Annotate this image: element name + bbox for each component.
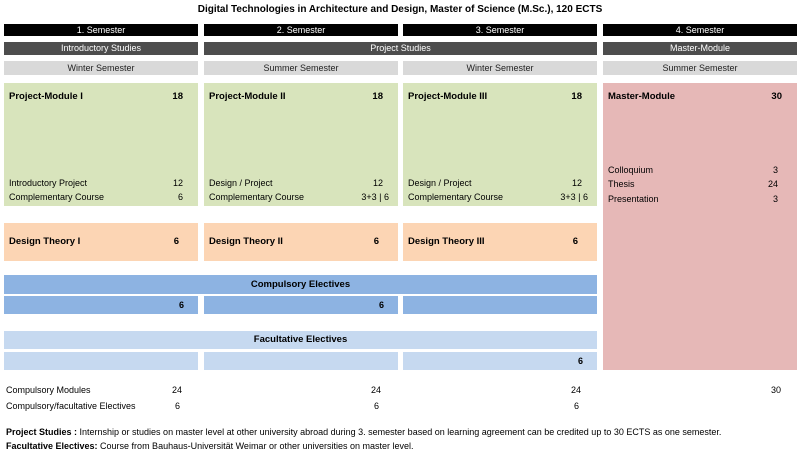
design-theory-2: Design Theory II 6 (204, 223, 398, 261)
module-row-value: 3+3 | 6 (361, 192, 389, 202)
phase-master: Master-Module (603, 42, 797, 55)
facultative-electives-header: Facultative Electives (4, 331, 597, 349)
module-row-value: 12 (372, 178, 383, 188)
module-ects: 18 (571, 91, 582, 102)
module-row-value: 12 (571, 178, 582, 188)
module-name: Design Theory III (408, 236, 485, 247)
module-row-label: Presentation (608, 194, 659, 204)
compulsory-electives-cell-3 (403, 296, 597, 314)
compulsory-electives-header: Compulsory Electives (4, 275, 597, 294)
summary-compulsory-value: 24 (371, 385, 382, 395)
note-label: Project Studies : (6, 427, 78, 437)
summary-compulsory-value: 30 (771, 385, 782, 395)
module-row-label: Design / Project (408, 178, 472, 188)
module-row-label: Complementary Course (209, 192, 305, 202)
module-name: Design Theory II (209, 236, 283, 247)
module-row-value: 12 (172, 178, 183, 188)
master-module: Master-Module 30 Colloquium 3 Thesis 24 … (603, 83, 797, 370)
summary-compulsory-value: 24 (172, 385, 183, 395)
note-text: Internship or studies on master level at… (77, 427, 722, 437)
module-row-value: 3 (772, 194, 778, 204)
season-1: Winter Semester (4, 61, 198, 75)
module-row-label: Design / Project (209, 178, 273, 188)
module-ects: 6 (373, 236, 379, 247)
note-facultative-electives: Facultative Electives: Course from Bauha… (6, 441, 796, 451)
facultative-electives-cell-3: 6 (403, 352, 597, 370)
module-row-label: Complementary Course (9, 192, 105, 202)
summary-compulsory-value: 24 (571, 385, 582, 395)
module-row-label: Complementary Course (408, 192, 504, 202)
summary-compulsory-label: Compulsory Modules (6, 385, 91, 395)
module-ects: 18 (172, 91, 183, 102)
module-row-value: 24 (767, 179, 778, 189)
facultative-electives-cell-2 (204, 352, 398, 370)
project-module-1: Project-Module I 18 Introductory Project… (4, 83, 198, 206)
module-row-label: Introductory Project (9, 178, 88, 188)
note-text: Course from Bauhaus-Universität Weimar o… (97, 441, 414, 451)
design-theory-3: Design Theory III 6 (403, 223, 597, 261)
season-4: Summer Semester (603, 61, 797, 75)
module-row-value: 6 (177, 192, 183, 202)
summary-electives-value: 6 (175, 401, 181, 411)
compulsory-electives-cell-1: 6 (4, 296, 198, 314)
summary-electives-value: 6 (374, 401, 380, 411)
semester-4-header: 4. Semester (603, 24, 797, 36)
note-project-studies: Project Studies : Internship or studies … (6, 427, 796, 437)
facultative-electives-cell-1 (4, 352, 198, 370)
module-ects: 6 (173, 236, 179, 247)
module-name: Design Theory I (9, 236, 81, 247)
note-label: Facultative Electives: (6, 441, 98, 451)
semester-1-header: 1. Semester (4, 24, 198, 36)
design-theory-1: Design Theory I 6 (4, 223, 198, 261)
module-row-value: 3+3 | 6 (560, 192, 588, 202)
season-2: Summer Semester (204, 61, 398, 75)
semester-2-header: 2. Semester (204, 24, 398, 36)
summary-electives-value: 6 (574, 401, 580, 411)
project-module-2: Project-Module II 18 Design / Project 12… (204, 83, 398, 206)
module-row-value: 3 (772, 165, 778, 175)
project-module-3: Project-Module III 18 Design / Project 1… (403, 83, 597, 206)
module-ects: 18 (372, 91, 383, 102)
module-ects: 6 (572, 236, 578, 247)
module-name: Project-Module II (209, 91, 286, 102)
semester-3-header: 3. Semester (403, 24, 597, 36)
module-name: Project-Module III (408, 91, 488, 102)
module-ects: 30 (771, 91, 782, 102)
compulsory-electives-cell-2: 6 (204, 296, 398, 314)
module-row-label: Thesis (608, 179, 635, 189)
phase-introductory: Introductory Studies (4, 42, 198, 55)
summary-electives-label: Compulsory/facultative Electives (6, 401, 136, 411)
module-row-label: Colloquium (608, 165, 654, 175)
module-name: Project-Module I (9, 91, 83, 102)
document-title: Digital Technologies in Architecture and… (197, 4, 603, 15)
phase-project: Project Studies (204, 42, 597, 55)
season-3: Winter Semester (403, 61, 597, 75)
module-name: Master-Module (608, 91, 676, 102)
